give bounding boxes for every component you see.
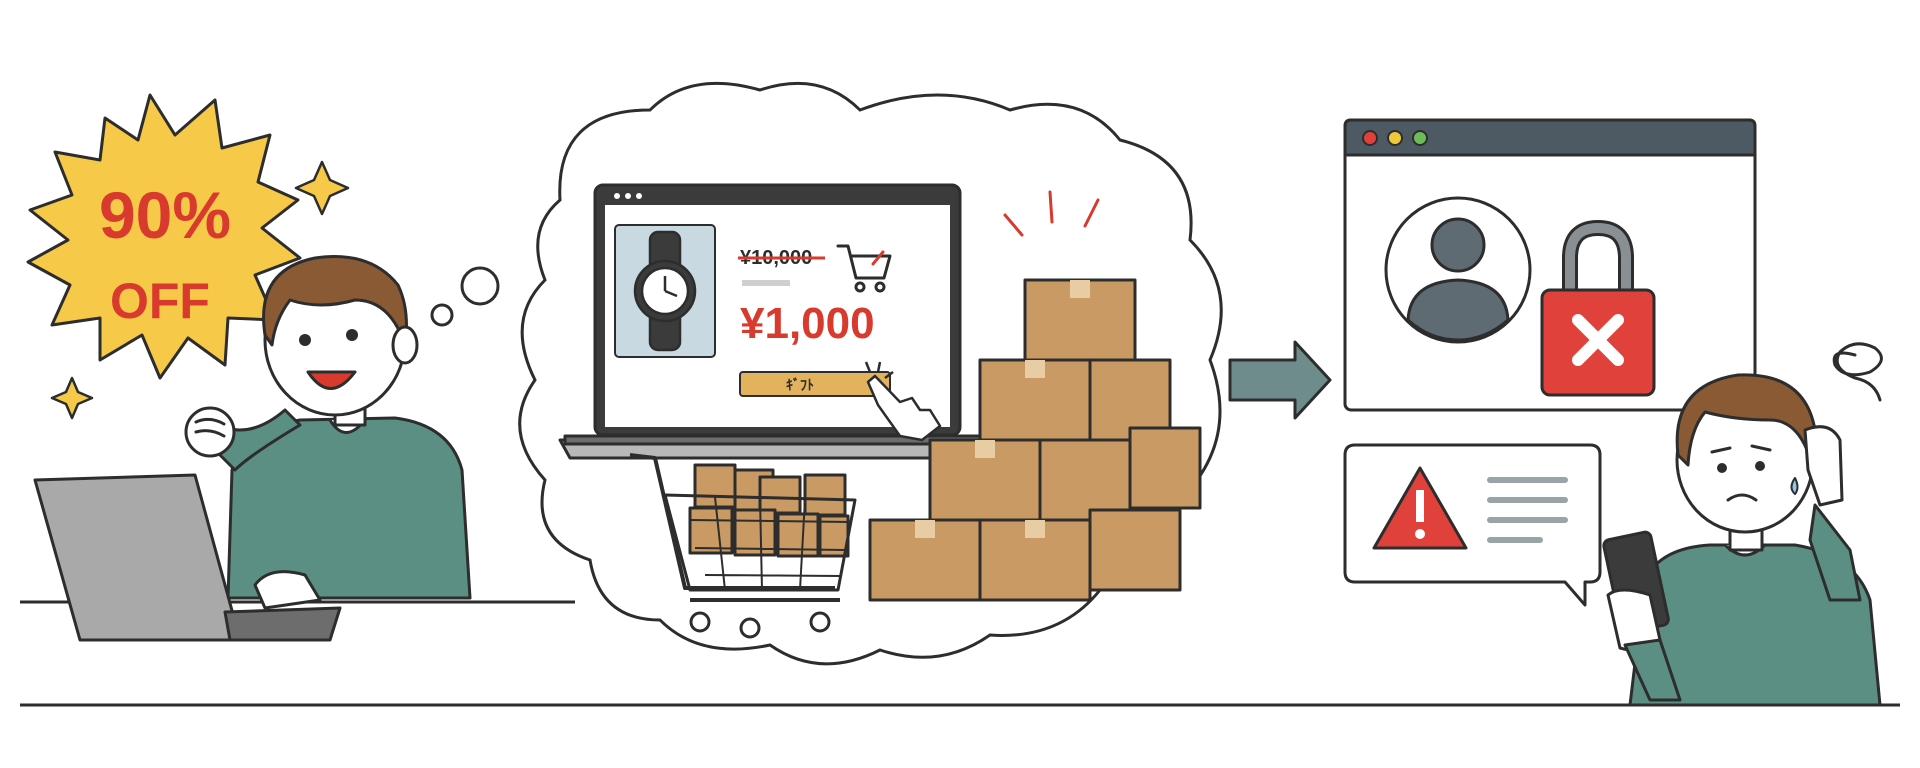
discount-badge: 90% OFF: [26, 93, 302, 380]
hand-on-head: [1803, 425, 1844, 507]
buy-button[interactable]: [739, 371, 891, 397]
buy-button-label: ｷﾞﾌﾄ: [786, 377, 814, 393]
badge-percent: 90%: [99, 178, 231, 252]
pointer-hand-icon: [864, 361, 942, 442]
window-maximize-dot: [1412, 130, 1428, 146]
shopping-cart-icon[interactable]: [836, 244, 892, 293]
arrow-right: [1228, 340, 1332, 420]
shopping-cart-full: [629, 453, 857, 639]
worried-person: [1602, 342, 1883, 707]
window-close-dot: [1362, 130, 1378, 146]
emphasis-lines: [1003, 190, 1100, 237]
typing-hand: [253, 570, 322, 610]
user-avatar-icon: [1384, 196, 1532, 344]
lock-icon: [1540, 219, 1656, 397]
window-minimize-dot: [1387, 130, 1403, 146]
wristwatch-icon: [633, 230, 697, 352]
new-price: ¥1,000: [740, 299, 875, 348]
box-stack: [868, 278, 1202, 602]
laptop-keyboard: [223, 606, 342, 642]
happy-person: [184, 255, 472, 610]
x-mark-icon: [1572, 314, 1624, 366]
badge-off: OFF: [110, 273, 210, 329]
laptop-screen: [33, 473, 242, 642]
thought-dots: [430, 266, 500, 327]
product-card: ¥10,000 ¥1,000 ｷﾞﾌﾄ: [614, 224, 942, 442]
alert-bubble: [1343, 443, 1602, 607]
sparkle-icon: [50, 160, 350, 420]
laptop-left: [33, 473, 342, 642]
dizzy-swirl-icon: [1832, 342, 1883, 402]
